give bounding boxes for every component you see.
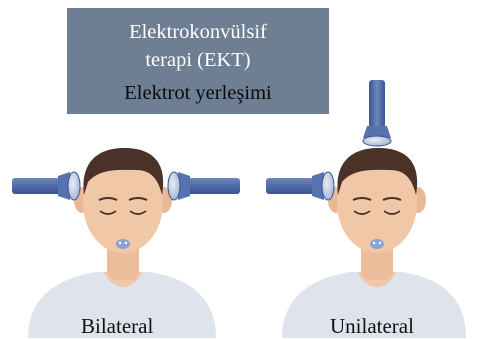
right-temple-electrode	[168, 172, 240, 200]
left-temple-electrode	[12, 172, 80, 200]
title-line-1: Elektrokonvülsif	[67, 21, 329, 43]
unilateral-label: Unilateral	[330, 314, 414, 339]
bite-block	[116, 239, 130, 249]
title-box: Elektrokonvülsif terapi (EKT) Elektrot y…	[67, 8, 329, 114]
title-line-3: Elektrot yerleşimi	[67, 82, 329, 104]
vertex-electrode	[363, 80, 391, 146]
temple-electrode	[266, 172, 334, 200]
bite-block	[370, 239, 384, 249]
title-line-2: terapi (EKT)	[67, 49, 329, 71]
unilateral-person	[266, 80, 466, 338]
bilateral-person	[12, 148, 240, 338]
bilateral-label: Bilateral	[81, 314, 153, 339]
